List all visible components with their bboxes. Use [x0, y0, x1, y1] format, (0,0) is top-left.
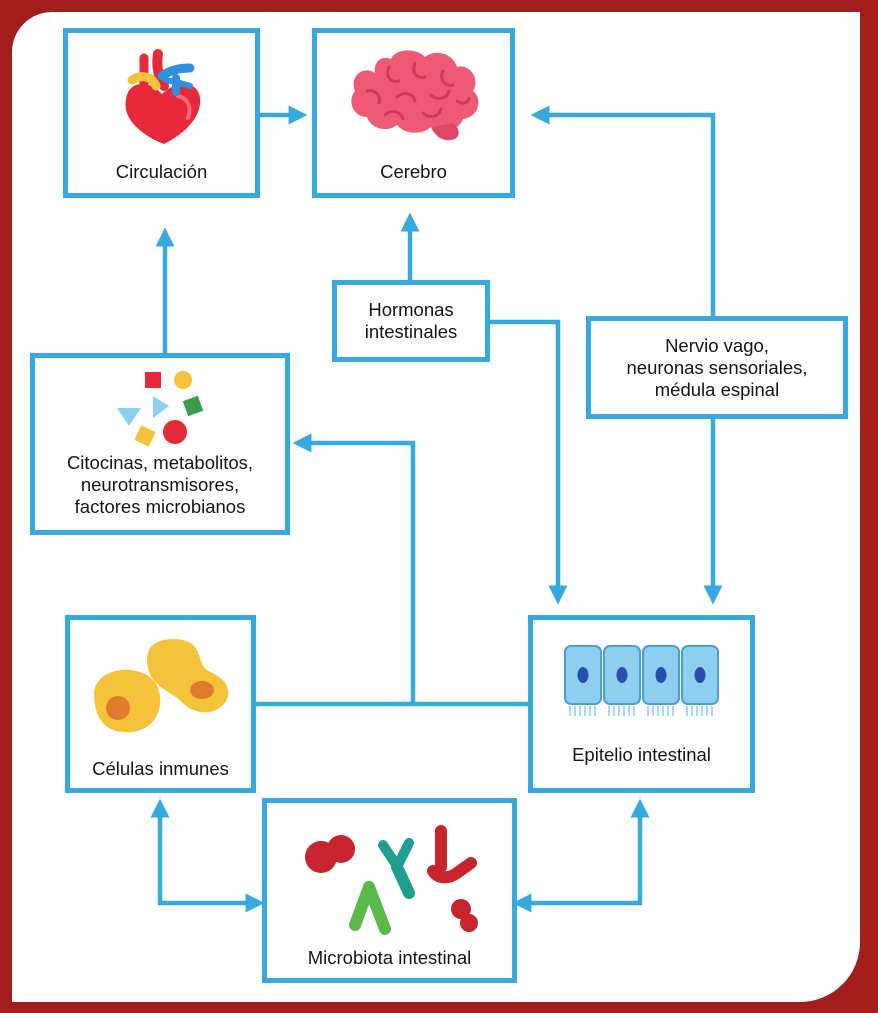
heart-icon — [125, 49, 201, 144]
brain-label: Cerebro — [380, 161, 447, 182]
immune-label: Células inmunes — [92, 758, 229, 779]
epithelium-label: Epitelio intestinal — [572, 744, 711, 765]
arrow-microbiota-immune-bidirectional — [150, 798, 265, 913]
vagus-label: Nervio vago, neuronas sensoriales, médul… — [626, 334, 808, 400]
epithelium-box: Epitelio intestinal — [528, 615, 755, 793]
gut-hormones-box: Hormonas intestinales — [332, 280, 490, 362]
bacteria-icon — [305, 825, 478, 935]
vagus-box: Nervio vago, neuronas sensoriales, médul… — [586, 316, 848, 419]
arrow-hormones-to-epithelium — [488, 319, 568, 605]
molecules-box: Citocinas, metabolitos, neurotransmisore… — [30, 353, 290, 535]
microbiota-label: Microbiota intestinal — [307, 947, 472, 968]
immune-box: Células inmunes — [65, 615, 256, 793]
arrow-vagus-to-brain — [530, 105, 716, 318]
molecules-icon — [117, 371, 204, 447]
circulation-label: Circulación — [115, 161, 208, 182]
brain-box: Cerebro — [312, 28, 515, 198]
immune-cells-icon — [94, 639, 229, 733]
gut-hormones-label: Hormonas intestinales — [364, 299, 458, 342]
molecules-label: Citocinas, metabolitos, neurotransmisore… — [66, 452, 254, 517]
circulation-box: Circulación — [63, 28, 260, 198]
epithelial-cells-icon — [564, 645, 719, 716]
brain-icon — [351, 50, 479, 141]
microbiota-box: Microbiota intestinal — [262, 798, 517, 983]
arrow-microbiota-epithelium-bidirectional — [512, 798, 650, 913]
arrow-gut-to-molecules — [292, 433, 416, 704]
